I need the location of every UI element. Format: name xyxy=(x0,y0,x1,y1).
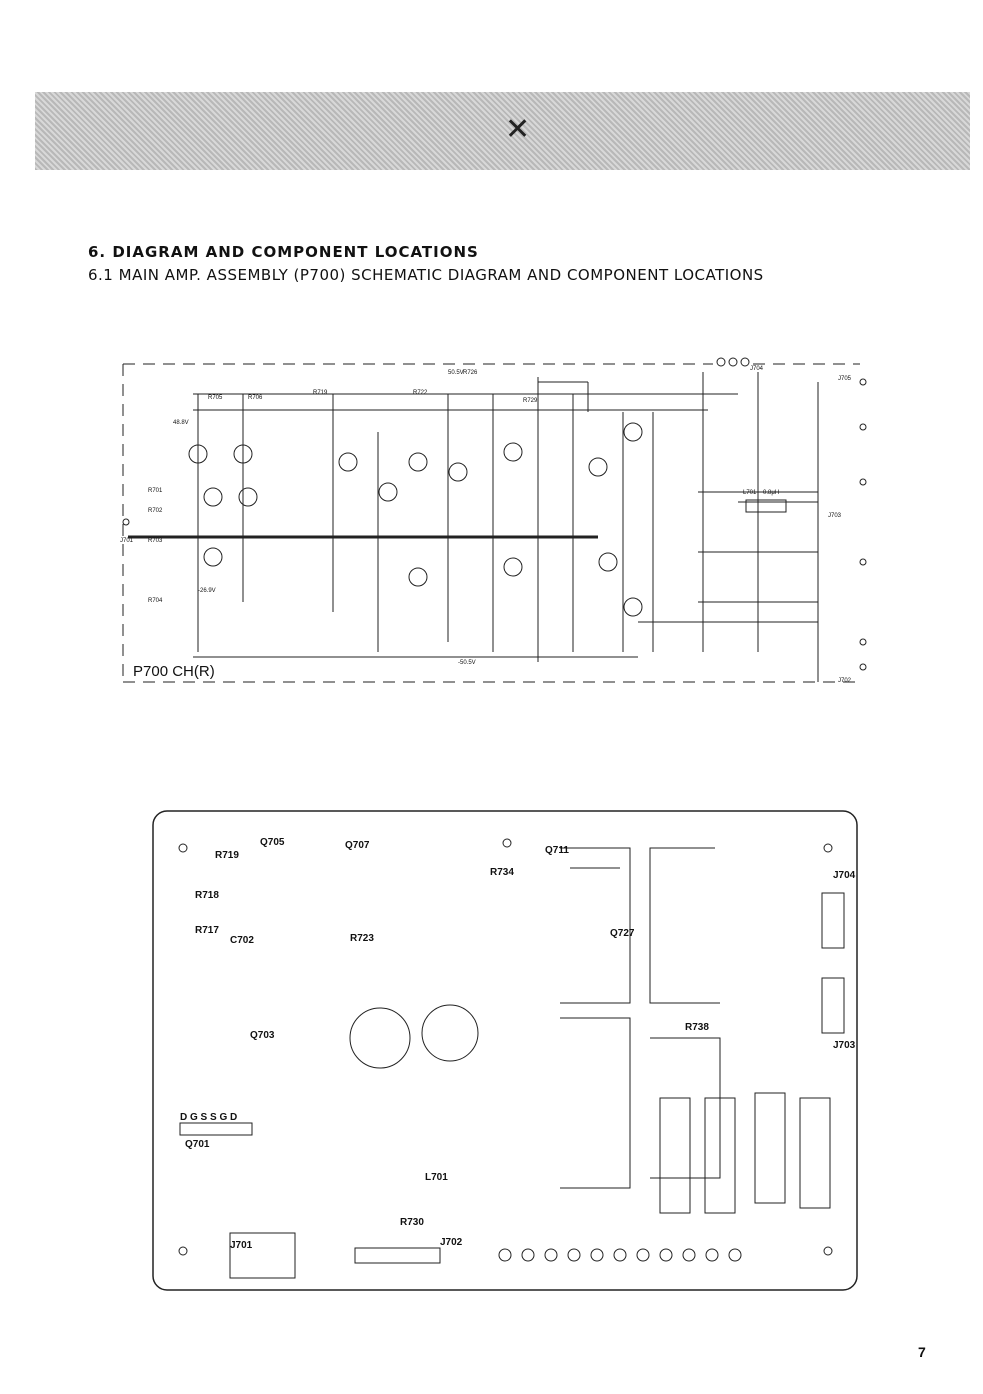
component-label: R702 xyxy=(148,508,163,514)
voltage-label: 48.8V xyxy=(173,420,189,426)
voltage-label: -50.5V xyxy=(458,660,476,666)
label-r717: R717 xyxy=(195,925,219,936)
component-label: R726 xyxy=(463,370,478,376)
q701-pins: D G S S G D xyxy=(180,1112,237,1123)
inductor-label: L701 xyxy=(743,490,757,496)
label-j701: J701 xyxy=(230,1240,253,1251)
component-label: R703 xyxy=(148,538,163,544)
component-label: R729 xyxy=(523,398,538,404)
component-label: R719 xyxy=(313,390,328,396)
label-r719: R719 xyxy=(215,850,239,861)
label-r730: R730 xyxy=(400,1217,424,1228)
label-q703: Q703 xyxy=(250,1030,275,1041)
pcb-outline xyxy=(152,810,858,1291)
section-title: 6. DIAGRAM AND COMPONENT LOCATIONS xyxy=(88,243,479,261)
component-label: R704 xyxy=(148,598,163,604)
label-c702: C702 xyxy=(230,935,254,946)
connector-j701: J701 xyxy=(120,538,134,544)
component-label: R701 xyxy=(148,488,163,494)
component-label: R705 xyxy=(208,395,223,401)
schematic-diagram: R705 R706 R719 R722 R726 R729 R701 R702 … xyxy=(120,357,867,684)
voltage-label: 50.5V xyxy=(448,370,464,376)
label-q727: Q727 xyxy=(610,928,635,939)
label-r723: R723 xyxy=(350,933,374,944)
connector-j703: J703 xyxy=(828,513,842,519)
header-banner xyxy=(35,92,970,170)
label-q705: Q705 xyxy=(260,837,285,848)
board-outline xyxy=(122,363,860,683)
connector-j705: J705 xyxy=(838,376,852,382)
label-q707: Q707 xyxy=(345,840,370,851)
label-r734: R734 xyxy=(490,867,514,878)
label-j702: J702 xyxy=(440,1237,463,1248)
component-label: R722 xyxy=(413,390,428,396)
connector-j704: J704 xyxy=(750,366,764,372)
label-r718: R718 xyxy=(195,890,219,901)
label-r738: R738 xyxy=(685,1022,709,1033)
inductor-value: 0.8μH xyxy=(763,490,779,496)
capacitor-c723 xyxy=(349,1007,411,1069)
voltage-label: -26.9V xyxy=(198,588,216,594)
page-number: 7 xyxy=(918,1344,926,1360)
label-l701: L701 xyxy=(425,1172,448,1183)
label-q711: Q711 xyxy=(545,845,569,856)
label-j704: J704 xyxy=(833,870,856,881)
capacitor-c720 xyxy=(421,1004,479,1062)
label-j703: J703 xyxy=(833,1040,856,1051)
scissor-mark-icon: ✕ xyxy=(505,113,531,146)
component-label: R706 xyxy=(248,395,263,401)
label-q701: Q701 xyxy=(185,1139,210,1150)
section-subtitle: 6.1 MAIN AMP. ASSEMBLY (P700) SCHEMATIC … xyxy=(88,266,764,284)
board-label: P700 CH(R) xyxy=(133,663,215,680)
connector-j702: J702 xyxy=(838,678,852,684)
component-layout-diagram: R719 Q705 Q707 Q711 R734 R718 R717 C702 … xyxy=(152,810,858,1291)
